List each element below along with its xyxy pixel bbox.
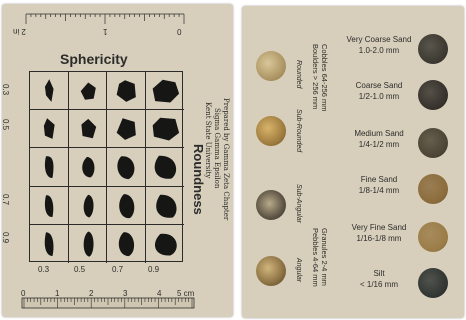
credit-line-3: Kent State University (204, 102, 211, 178)
row-label-0.7: 0.7 (1, 194, 9, 205)
grid-cell (30, 187, 69, 225)
grain-size-name: Silt (334, 270, 424, 279)
rounded-sample (256, 51, 286, 81)
grain-size-name: Very Fine Sand (334, 224, 424, 233)
grain-silhouette (146, 187, 185, 225)
boulders-note: Boulders > 256 mm (312, 44, 320, 109)
grain-silhouette (69, 148, 108, 186)
grain-silhouette (69, 225, 108, 263)
grain-size-sample (418, 80, 448, 110)
cm-ruler (2, 290, 233, 317)
grain-silhouette (30, 72, 69, 110)
row-label-0.3: 0.3 (1, 84, 9, 95)
angular-sample (256, 256, 286, 286)
label-angular: Angular (295, 258, 302, 282)
label-sub-angular: Sub-Angular (295, 184, 302, 223)
grain-silhouette (69, 110, 108, 148)
grain-silhouette (107, 72, 146, 110)
grain-silhouette (146, 148, 185, 186)
grain-size-range: < 1/16 mm (334, 281, 424, 290)
grid-cell (146, 187, 185, 225)
col-label-0.9: 0.9 (148, 266, 159, 274)
inch-label-1: 1 (103, 27, 107, 35)
grain-size-name: Very Coarse Sand (334, 36, 424, 45)
cm-label-3: 3 (123, 290, 127, 298)
grid-cell (107, 110, 146, 148)
grain-silhouette (146, 225, 185, 263)
grain-size-sample (418, 222, 448, 252)
grain-silhouette (107, 225, 146, 263)
grain-size-sample (418, 268, 448, 298)
grid-cell (107, 148, 146, 186)
grid-cell (69, 72, 108, 110)
sub-angular-sample (256, 190, 286, 220)
sphericity-grid (29, 71, 183, 262)
grain-size-card: Rounded Sub-Rounded Sub-Angular Angular … (242, 6, 464, 318)
grid-cell (30, 225, 69, 263)
grain-size-sample (418, 128, 448, 158)
grain-size-name: Fine Sand (334, 176, 424, 185)
cm-label-2: 2 (89, 290, 93, 298)
grid-cell (69, 225, 108, 263)
credit-line-1: Prepared by Gamma Zeta Chapter (222, 98, 229, 220)
grain-silhouette (107, 148, 146, 186)
grain-silhouette (69, 187, 108, 225)
cobbles-note: Cobbles 64-256 mm (321, 44, 329, 112)
col-label-0.5: 0.5 (74, 266, 85, 274)
grid-cell (107, 187, 146, 225)
grain-size-range: 1.0-2.0 mm (334, 47, 424, 56)
grid-cell (107, 72, 146, 110)
grid-cell (69, 148, 108, 186)
grid-cell (146, 148, 185, 186)
grain-size-range: 1/8-1/4 mm (334, 187, 424, 196)
grid-cell (30, 110, 69, 148)
grid-cell (146, 72, 185, 110)
cm-label-0: 0 (21, 290, 25, 298)
grain-silhouette (30, 148, 69, 186)
row-label-0.9: 0.9 (1, 232, 9, 243)
grain-silhouette (146, 110, 185, 148)
inch-label-2: 2 in (13, 27, 26, 35)
grain-size-name: Medium Sand (334, 130, 424, 139)
grain-size-range: 1/4-1/2 mm (334, 141, 424, 150)
grid-cell (69, 110, 108, 148)
label-rounded: Rounded (295, 60, 302, 88)
cm-label-4: 4 (157, 290, 161, 298)
grain-size-range: 1/16-1/8 mm (334, 235, 424, 244)
grain-silhouette (107, 110, 146, 148)
grain-silhouette (146, 72, 185, 110)
col-label-0.3: 0.3 (38, 266, 49, 274)
sphericity-title: Sphericity (60, 52, 128, 66)
grid-cell (30, 148, 69, 186)
sphericity-roundness-card: 2 in 1 0 Sphericity 0.3 0.5 0.7 0.9 0.3 … (2, 4, 233, 317)
grid-cell (69, 187, 108, 225)
sub-rounded-sample (256, 116, 286, 146)
grid-cell (146, 225, 185, 263)
grain-silhouette (69, 72, 108, 110)
row-label-0.5: 0.5 (1, 119, 9, 130)
grain-size-name: Coarse Sand (334, 82, 424, 91)
grain-silhouette (30, 187, 69, 225)
cm-label-5: 5 cm (177, 290, 194, 298)
grid-cell (30, 72, 69, 110)
grain-size-sample (418, 174, 448, 204)
grain-silhouette (30, 225, 69, 263)
pebbles-note: Pebbles 4-64 mm (312, 228, 320, 287)
granules-note: Granules 2-4 mm (321, 228, 329, 286)
grain-size-sample (418, 34, 448, 64)
col-label-0.7: 0.7 (112, 266, 123, 274)
grid-cell (146, 110, 185, 148)
inch-label-0: 0 (177, 27, 181, 35)
grain-size-range: 1/2-1.0 mm (334, 93, 424, 102)
label-sub-rounded: Sub-Rounded (295, 109, 302, 152)
cm-label-1: 1 (55, 290, 59, 298)
inch-ruler (2, 4, 233, 34)
grid-cell (107, 225, 146, 263)
grain-silhouette (30, 110, 69, 148)
grain-silhouette (107, 187, 146, 225)
credit-line-2: Sigma Gamma Epsilon (213, 108, 220, 188)
